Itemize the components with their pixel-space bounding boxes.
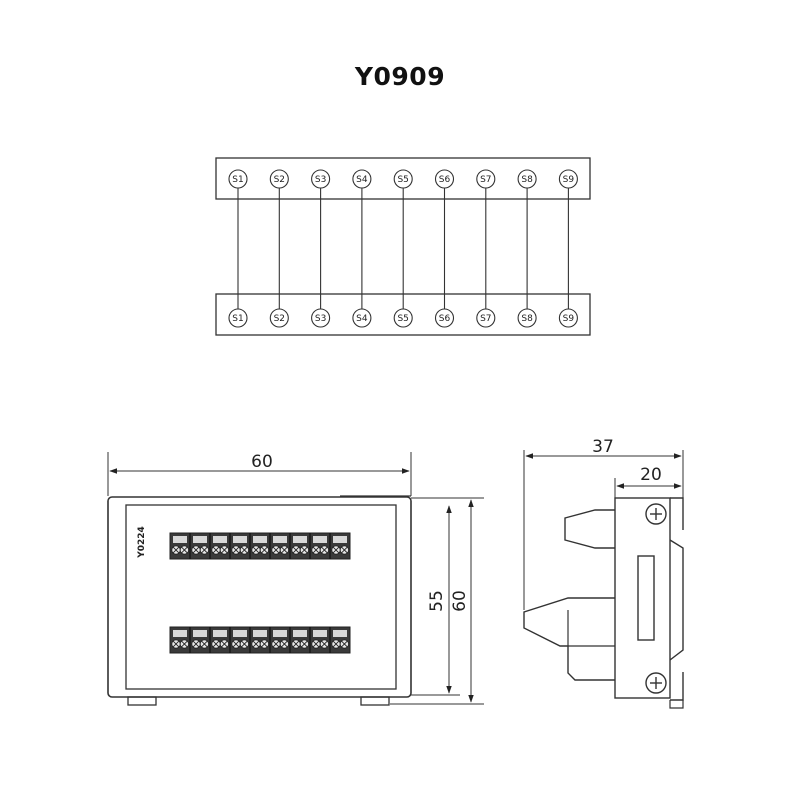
schematic-bottom-terminals: S1 S2 S3 S4 S5 S6 S7 S8 S9 bbox=[228, 308, 578, 328]
schematic-top-terminals: S1 S2 S3 S4 S5 S6 S7 S8 S9 bbox=[228, 169, 578, 189]
schematic-bottom-terminal-3: S3 bbox=[311, 308, 331, 328]
schematic-terminal-label: S6 bbox=[439, 175, 451, 185]
front-view-terminal bbox=[249, 533, 269, 559]
schematic-terminal-label: S1 bbox=[232, 175, 243, 185]
front-view-top-terminal-strip bbox=[169, 532, 351, 560]
page-title: Y0909 bbox=[354, 62, 446, 91]
schematic-bottom-terminal-6: S6 bbox=[434, 308, 455, 328]
side-view-upper-screw bbox=[645, 503, 667, 525]
front-view bbox=[107, 452, 484, 706]
schematic-terminal-label: S8 bbox=[521, 314, 533, 324]
schematic-top-terminal-7: S7 bbox=[476, 169, 496, 189]
schematic-bottom-terminal-5: S5 bbox=[393, 308, 413, 328]
front-view-inner-panel bbox=[125, 504, 397, 690]
side-view-base-housing bbox=[614, 497, 671, 699]
schematic-terminal-label: S4 bbox=[356, 314, 368, 324]
side-view-upper-terminal bbox=[564, 509, 615, 549]
schematic-bottom-terminal-7: S7 bbox=[476, 308, 496, 328]
schematic-bottom-terminal-1: S1 bbox=[228, 308, 248, 328]
front-view-right-foot bbox=[360, 696, 390, 706]
schematic-terminal-label: S7 bbox=[480, 314, 491, 324]
front-view-terminal bbox=[329, 533, 349, 559]
front-view-terminal bbox=[209, 533, 229, 559]
schematic-terminal-label: S2 bbox=[274, 314, 285, 324]
side-base-dimension: 20 bbox=[640, 465, 662, 485]
side-view bbox=[523, 450, 684, 709]
model-label: Y0224 bbox=[137, 526, 147, 559]
front-view-bottom-terminal-strip bbox=[169, 626, 351, 654]
front-view-terminal bbox=[289, 533, 309, 559]
schematic-top-terminal-5: S5 bbox=[393, 169, 413, 189]
front-view-terminal bbox=[209, 627, 229, 653]
schematic-terminal-label: S8 bbox=[521, 175, 533, 185]
side-view-lower-terminal bbox=[523, 597, 615, 681]
schematic-terminal-label: S3 bbox=[315, 314, 326, 324]
front-view-outer-housing bbox=[107, 496, 412, 698]
schematic-bottom-terminal-9: S9 bbox=[558, 308, 578, 328]
front-view-terminal bbox=[309, 627, 329, 653]
schematic-terminal-label: S5 bbox=[397, 175, 408, 185]
schematic-terminal-label: S4 bbox=[356, 175, 368, 185]
side-view-slot bbox=[637, 555, 655, 641]
schematic-terminal-label: S1 bbox=[232, 314, 243, 324]
front-view-terminal bbox=[289, 627, 309, 653]
front-width-dimension: 60 bbox=[251, 452, 273, 472]
schematic-top-terminal-3: S3 bbox=[311, 169, 331, 189]
front-view-terminal bbox=[171, 630, 189, 649]
schematic-top-terminal-4: S4 bbox=[352, 169, 372, 189]
front-view-terminal bbox=[269, 533, 289, 559]
schematic-connection-lines bbox=[237, 188, 569, 309]
front-view-terminal bbox=[309, 533, 329, 559]
schematic-terminal-label: S3 bbox=[315, 175, 326, 185]
side-view-din-clip bbox=[669, 497, 684, 701]
schematic-top-terminal-9: S9 bbox=[558, 169, 578, 189]
front-view-terminal bbox=[189, 533, 209, 559]
schematic-bottom-terminal-8: S8 bbox=[517, 308, 537, 328]
front-view-terminal bbox=[269, 627, 289, 653]
front-view-left-foot bbox=[127, 696, 157, 706]
schematic-top-terminal-1: S1 bbox=[228, 169, 248, 189]
schematic-terminal-label: S9 bbox=[563, 175, 575, 185]
side-depth-dimension: 37 bbox=[592, 437, 614, 457]
schematic-top-terminal-2: S2 bbox=[269, 169, 289, 189]
schematic-top-terminal-8: S8 bbox=[517, 169, 537, 189]
side-view-lower-screw bbox=[645, 672, 667, 694]
front-view-terminal bbox=[189, 627, 209, 653]
schematic-terminal-label: S6 bbox=[439, 314, 451, 324]
schematic-bottom-terminal-2: S2 bbox=[269, 308, 289, 328]
schematic-terminal-label: S5 bbox=[397, 314, 408, 324]
front-outer-height-dimension: 60 bbox=[450, 590, 470, 612]
front-view-terminal bbox=[171, 536, 189, 555]
schematic-terminal-label: S9 bbox=[563, 314, 575, 324]
schematic-bottom-terminal-4: S4 bbox=[352, 308, 372, 328]
front-view-terminal bbox=[249, 627, 269, 653]
schematic-top-terminal-6: S6 bbox=[434, 169, 455, 189]
front-view-terminal bbox=[329, 627, 349, 653]
front-inner-height-dimension: 55 bbox=[427, 590, 447, 612]
schematic-terminal-label: S7 bbox=[480, 175, 491, 185]
schematic-terminal-label: S2 bbox=[274, 175, 285, 185]
front-view-terminal bbox=[229, 627, 249, 653]
front-view-terminal bbox=[229, 533, 249, 559]
